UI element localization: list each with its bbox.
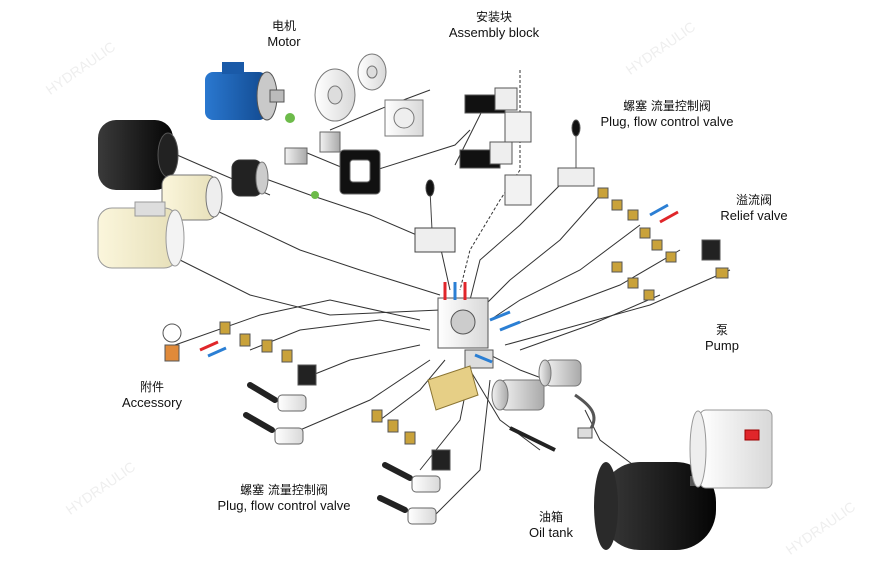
link-plug-bottom-4 (429, 379, 491, 521)
label-assembly-block-en: Assembly block (448, 25, 540, 40)
lever-handles (243, 382, 413, 513)
motor-black (98, 120, 179, 190)
mounting-bracket (427, 365, 479, 411)
flow-arrows (199, 203, 679, 364)
hand-lever-valve (414, 179, 456, 253)
label-oil-tank-en: Oil tank (528, 525, 574, 540)
hose (509, 426, 556, 452)
label-motor-en: Motor (267, 34, 301, 49)
label-motor-zh: 电机 (271, 19, 296, 33)
oil-tank-black (594, 462, 716, 550)
link-valves-1 (479, 194, 601, 311)
link-valve-bottom (379, 359, 446, 421)
label-pump-zh: 泵 (715, 323, 728, 337)
label-plug-flow-top-en: Plug, flow control valve (600, 114, 734, 129)
motor-blue (205, 62, 285, 121)
assembly-blocks (459, 87, 532, 206)
label-oil-tank-zh: 油箱 (538, 510, 563, 524)
label-accessory-zh: 附件 (139, 380, 164, 394)
pumps (491, 359, 582, 411)
central-manifold (437, 297, 494, 369)
link-valves-2 (489, 224, 641, 321)
suction-pipe (574, 393, 596, 439)
label-motor: 电机 Motor (258, 19, 310, 50)
label-relief-valve: 溢流阀 Relief valve (712, 193, 796, 224)
oil-tank-white (689, 409, 773, 489)
fittings-top-right (557, 119, 729, 301)
link-relief (504, 269, 731, 346)
label-pump-en: Pump (705, 338, 739, 353)
motor-white (97, 201, 185, 269)
label-plug-flow-bottom-en: Plug, flow control valve (217, 498, 351, 513)
link-cream-motor (214, 209, 441, 296)
lever-bodies (274, 394, 441, 525)
link-plug-bottom-2 (299, 359, 431, 431)
link-motor-center (254, 174, 451, 291)
link-fitting-row (249, 319, 431, 351)
label-oil-tank: 油箱 Oil tank (516, 510, 586, 541)
couplings (284, 113, 381, 199)
link-valves-4 (519, 294, 661, 351)
link-plug-top (469, 184, 561, 301)
connection-lines (119, 70, 731, 521)
label-plug-flow-bottom: 螺塞 流量控制阀 Plug, flow control valve (196, 483, 372, 514)
link-plug-bottom-1 (299, 344, 421, 381)
label-plug-flow-bottom-zh: 螺塞 流量控制阀 (240, 483, 328, 497)
link-motor-assembly (299, 129, 471, 176)
label-assembly-block-zh: 安装块 (475, 10, 512, 24)
label-accessory-en: Accessory (122, 395, 182, 410)
link-tank (584, 409, 641, 471)
accessory-parts (162, 321, 451, 471)
label-assembly-block: 安装块 Assembly block (432, 10, 556, 41)
link-white-motor (169, 254, 441, 316)
label-pump: 泵 Pump (692, 323, 752, 354)
pulley-wheels (314, 53, 424, 137)
label-accessory: 附件 Accessory (112, 380, 192, 411)
label-relief-valve-en: Relief valve (720, 208, 788, 223)
label-relief-valve-zh: 溢流阀 (735, 193, 772, 207)
link-hose (469, 369, 541, 451)
label-plug-flow-top-zh: 螺塞 流量控制阀 (623, 99, 711, 113)
label-plug-flow-top: 螺塞 流量控制阀 Plug, flow control valve (584, 99, 750, 130)
motor-cream (161, 159, 269, 221)
link-accessory (174, 299, 421, 346)
